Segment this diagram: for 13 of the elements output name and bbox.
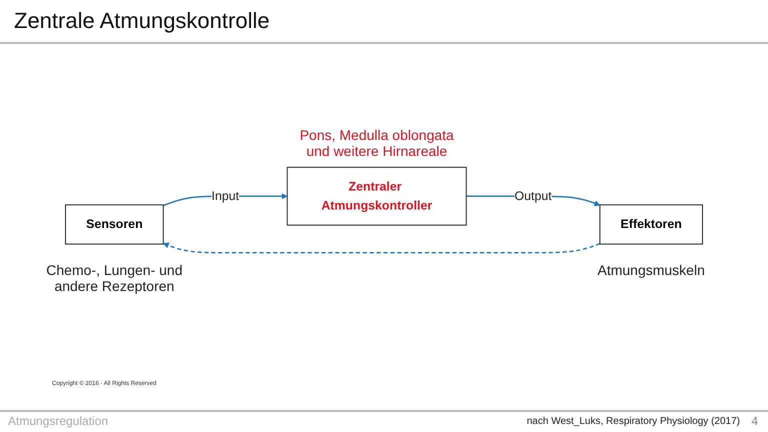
arrow (163, 242, 600, 254)
node-caption: Atmungsmuskeln (596, 262, 706, 278)
node-box: Effektoren (599, 204, 703, 245)
source-note: nach West_Luks, Respiratory Physiology (2017) (526, 416, 740, 427)
page-number: 4 (751, 414, 758, 428)
node-caption: Chemo-, Lungen- und andere Rezeptoren (45, 262, 184, 294)
edge-label: Input (211, 189, 240, 203)
node-box: Sensoren (65, 204, 164, 245)
slide-title: Zentrale Atmungskontrolle (14, 8, 270, 34)
node-caption: Pons, Medulla oblongata und weitere Hirnareale (298, 127, 455, 160)
node-box: Zentraler Atmungskontroller (286, 166, 467, 226)
edge-label: Output (514, 189, 552, 203)
footer-text: Atmungsregulation (8, 414, 108, 428)
